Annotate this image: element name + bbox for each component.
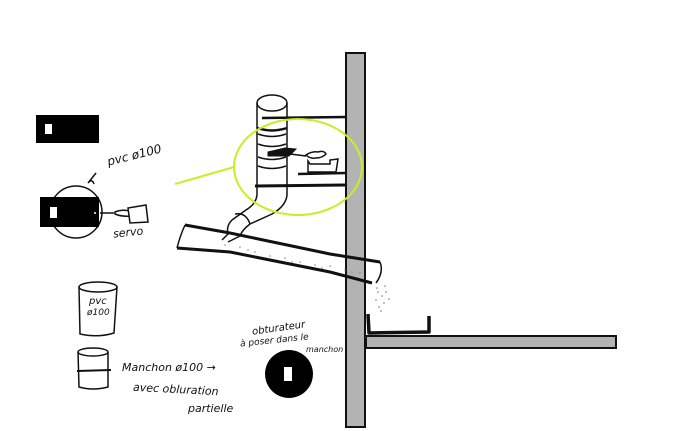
label-servo: servo [112, 224, 144, 241]
elbow-pipe [221, 194, 288, 243]
manchon-cylinder [76, 347, 112, 390]
servo-bracket [289, 150, 339, 173]
obturateur-disc [265, 350, 313, 398]
vertical-pipe [256, 94, 298, 195]
servo-icon [100, 204, 149, 224]
top-view-plate [36, 115, 99, 143]
label-pvc-cylinder-1: pvc [89, 296, 107, 307]
chute-particles [224, 244, 361, 274]
servo-shelf [254, 115, 347, 188]
highlight-ellipse [174, 118, 363, 216]
label-manchon: Manchon ø100 → [122, 361, 216, 374]
falling-particles [375, 285, 390, 312]
floor-shelf [365, 335, 617, 349]
label-partielle: partielle [188, 402, 234, 415]
tray [366, 313, 431, 335]
pvc-cylinder [78, 281, 118, 337]
label-pvc-cylinder-2: ø100 [87, 308, 110, 318]
chute-trough [176, 223, 383, 285]
label-obturateur-3: manchon [306, 345, 344, 354]
top-view-pvc-with-plate [40, 172, 103, 239]
wall [345, 52, 366, 428]
